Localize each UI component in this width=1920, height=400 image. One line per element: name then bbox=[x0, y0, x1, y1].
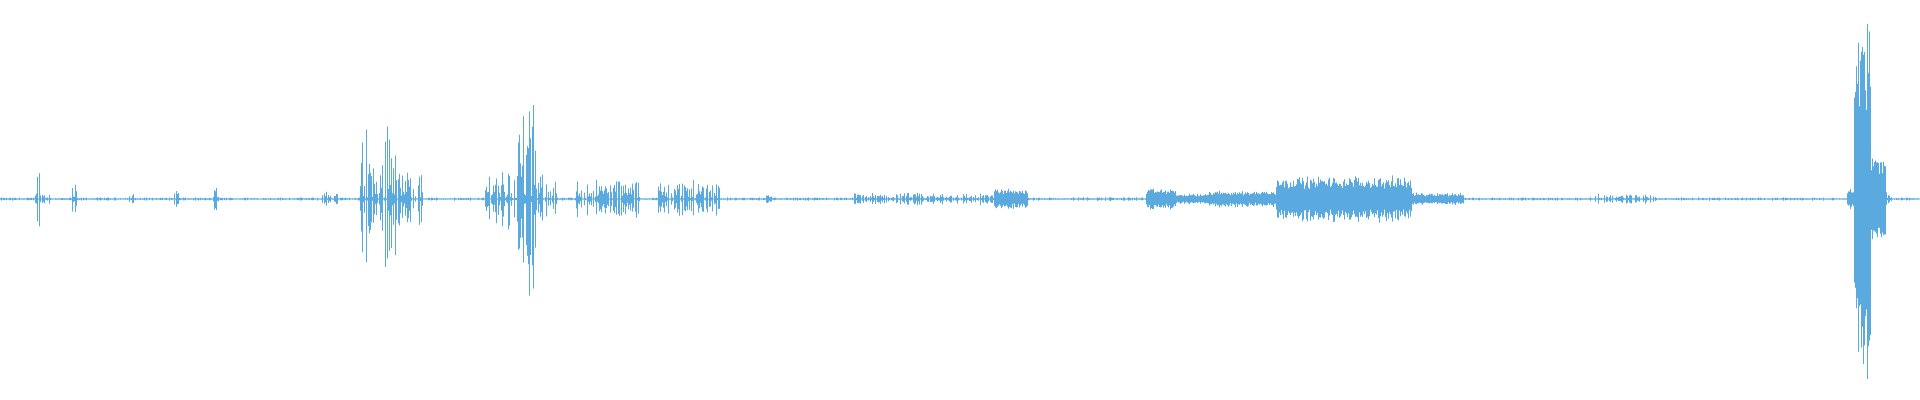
waveform-bars bbox=[0, 23, 1920, 379]
waveform-path bbox=[0, 23, 1920, 379]
